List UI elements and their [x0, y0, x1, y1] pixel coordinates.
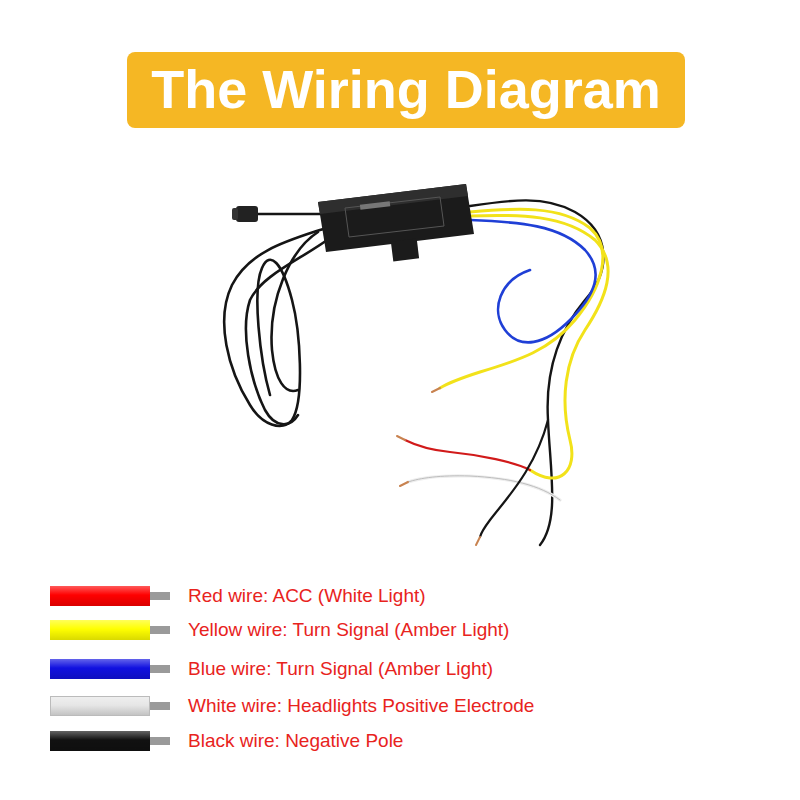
controller-box	[318, 184, 474, 262]
signal-wires	[397, 200, 608, 545]
legend-text: White wire: Headlights Positive Electrod…	[188, 695, 534, 718]
legend-text: Yellow wire: Turn Signal (Amber Light)	[188, 619, 509, 642]
black-cable	[224, 214, 330, 426]
wire-tips	[150, 592, 170, 745]
wire-swatch	[50, 659, 150, 679]
cable-connector	[232, 206, 258, 222]
legend-text: Blue wire: Turn Signal (Amber Light)	[188, 658, 493, 681]
wire-swatch	[50, 620, 150, 640]
wire-swatch	[50, 696, 150, 716]
title-text: The Wiring Diagram	[151, 60, 661, 119]
legend-text: Red wire: ACC (White Light)	[188, 585, 426, 608]
legend-text: Black wire: Negative Pole	[188, 730, 403, 753]
wire-swatch	[50, 731, 150, 751]
wire-swatch	[50, 586, 150, 606]
